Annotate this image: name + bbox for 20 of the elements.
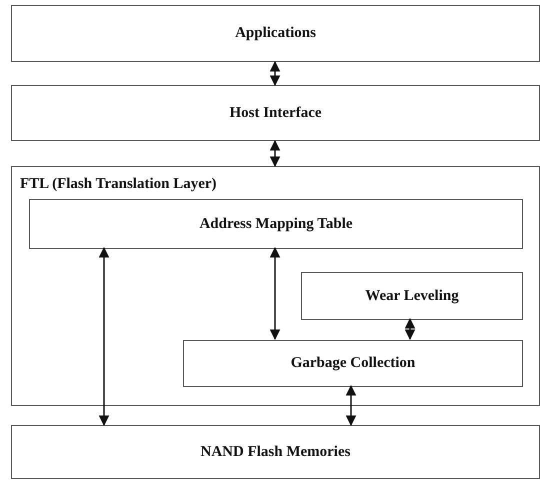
group-box [11, 166, 540, 406]
double-arrow [404, 318, 416, 340]
double-arrow [270, 140, 280, 168]
layer-label: Address Mapping Table [199, 214, 353, 234]
layer-box [11, 425, 540, 479]
layer-label: Host Interface [229, 104, 322, 123]
layer-box [11, 5, 540, 62]
layer-label: Applications [235, 24, 316, 44]
layer-label: NAND Flash Memories [200, 442, 350, 462]
layer-label: Wear Leveling [365, 286, 459, 306]
group-heading: FTL (Flash Translation Layer) [20, 175, 217, 194]
double-arrow [270, 246, 280, 340]
layer-box [183, 340, 523, 387]
double-arrow [98, 246, 110, 426]
double-arrow [346, 384, 356, 426]
layer-box [29, 199, 523, 249]
layer-label: Garbage Collection [290, 354, 416, 374]
layer-box [301, 272, 523, 320]
layer-box [11, 85, 540, 141]
double-arrow [270, 60, 280, 86]
